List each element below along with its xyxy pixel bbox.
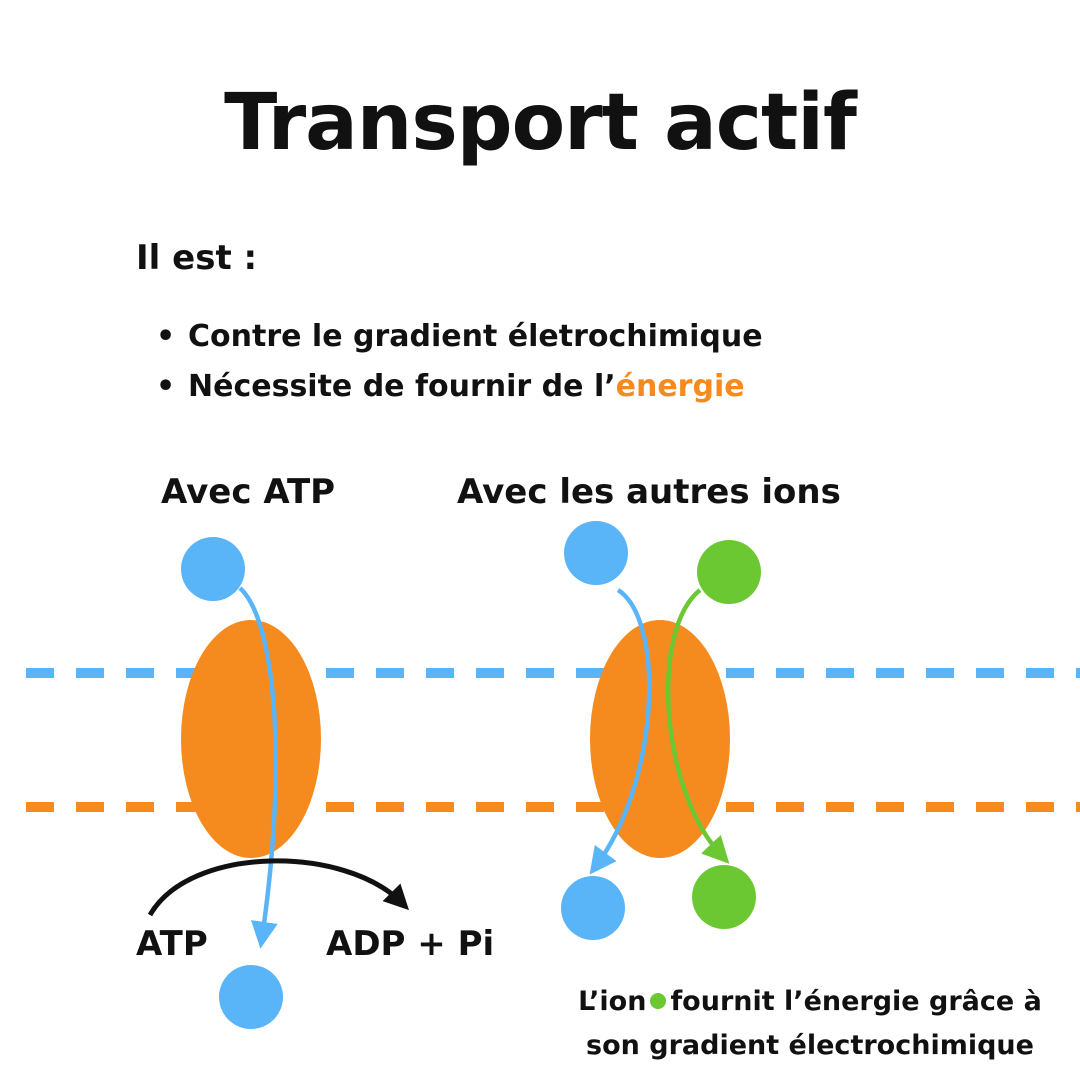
bullet-dot: • [156, 369, 176, 404]
bullet-text: Contre le gradient életrochimique [188, 319, 763, 354]
footnote-line-2: son gradient électrochimique [586, 1030, 1034, 1061]
cotransporter-protein [590, 620, 730, 858]
bullet-item: • Nécessite de fournir de l’énergie [156, 362, 763, 412]
green-transport-arrow-right [665, 588, 730, 864]
ion-blue-inside-right [561, 876, 625, 940]
ion-blue-inside-left [219, 965, 283, 1029]
atp-pump-protein [181, 620, 321, 858]
reaction-adp-pi-label: ADP + Pi [326, 924, 495, 964]
ion-blue-outside-left [181, 537, 245, 601]
bullet-item: • Contre le gradient életrochimique [156, 312, 763, 362]
bullet-dot: • [156, 319, 176, 354]
heading-avec-atp: Avec ATP [161, 472, 336, 512]
footnote-line-1: L’ion fournit l’énergie grâce à [540, 980, 1080, 1024]
reaction-atp-label: ATP [136, 924, 208, 964]
ion-green-outside-right [697, 540, 761, 604]
intro-text: Il est : [136, 238, 258, 278]
blue-transport-arrow-right [589, 588, 652, 875]
bullet-list: • Contre le gradient életrochimique • Néce… [156, 312, 763, 412]
page-title: Transport actif [224, 78, 857, 168]
ion-green-inside-right [692, 865, 756, 929]
footnote-energy-text: fournit l’énergie grâce à [670, 986, 1042, 1017]
bullet-text: Nécessite de fournir de l’ [188, 369, 616, 404]
atp-hydrolysis-arrow [147, 858, 410, 917]
green-ion-dot-icon [650, 992, 667, 1009]
footnote-ion-text: L’ion [578, 986, 647, 1017]
heading-avec-autres-ions: Avec les autres ions [457, 472, 841, 512]
bullet-highlight-energie: énergie [615, 369, 745, 404]
footnote: L’ion fournit l’énergie grâce à son gradi… [540, 980, 1080, 1068]
blue-transport-arrow-left [238, 586, 278, 949]
ion-blue-outside-right [564, 521, 628, 585]
